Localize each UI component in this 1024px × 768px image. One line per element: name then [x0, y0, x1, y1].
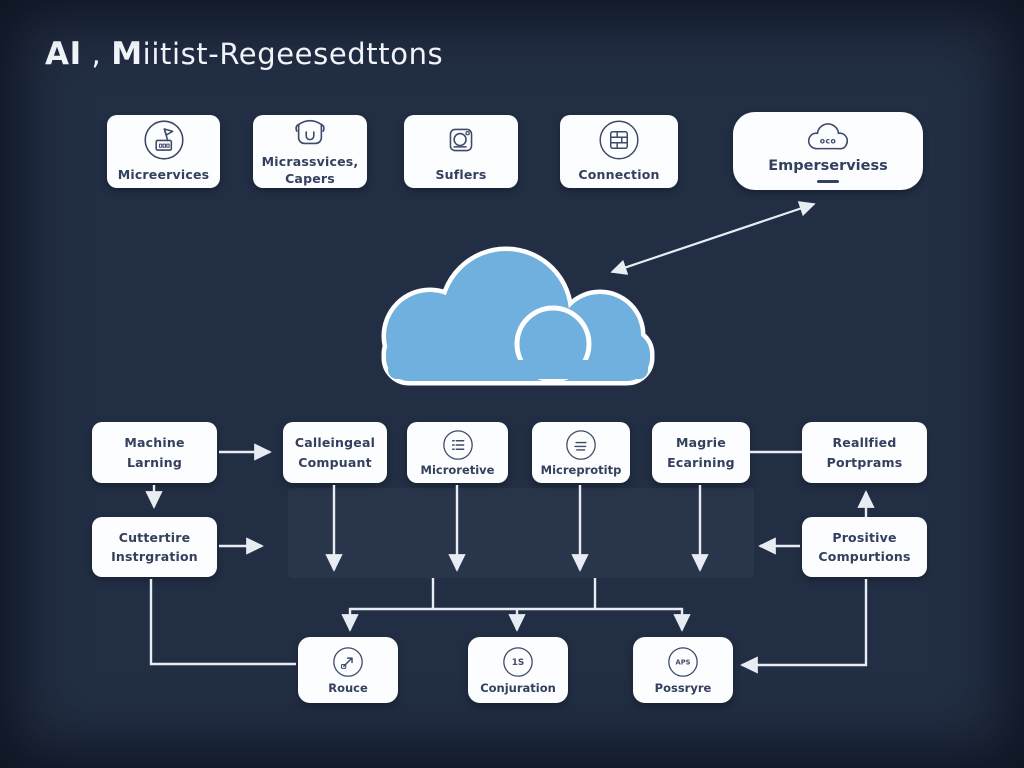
badge-icon-text: 1S — [512, 658, 525, 668]
flag-box-icon — [143, 120, 184, 160]
node-label: Conjuration — [480, 681, 556, 695]
node-cuttertire-instrgration: Cuttertire Instrgration — [92, 517, 217, 577]
node-label: Machine Larning — [124, 433, 184, 472]
node-label-line2: Capers — [285, 171, 335, 186]
node-label-line2: Portprams — [826, 454, 903, 470]
badge-circle-icon: APS — [668, 647, 698, 677]
cloud-icon: oco — [807, 123, 849, 150]
node-label-line1: Machine — [124, 435, 185, 451]
node-label: Microretive — [420, 463, 495, 477]
node-reallfied-portprams: Reallfied Portprams — [802, 422, 927, 483]
node-connection: Connection — [560, 115, 678, 188]
node-label-line2: Larning — [127, 454, 182, 470]
node-label-line1: Prositive — [832, 529, 897, 545]
elbow-prositive-to-possryre — [740, 579, 868, 674]
node-microretive: Microretive — [407, 422, 508, 483]
grid-circle-icon — [599, 120, 639, 160]
node-calleingeal-compuant: Calleingeal Compuant — [283, 422, 387, 483]
node-label-line1: Calleingeal — [294, 435, 376, 451]
list-circle-icon — [442, 430, 473, 460]
node-label: Micreprotitp — [540, 463, 622, 477]
node-label: Micreervices — [117, 167, 210, 183]
cloud-icon-text: oco — [820, 136, 837, 145]
node-label-line1: Reallfied — [832, 435, 897, 451]
node-micrassvices-capers: Micrassvices, Capers — [253, 115, 367, 188]
big-cloud-icon — [381, 246, 655, 386]
node-label: Calleingeal Compuant — [295, 433, 375, 472]
node-label: Possryre — [654, 681, 712, 695]
node-label: Connection — [578, 167, 660, 183]
node-label-line1: Magrie — [676, 435, 726, 451]
node-possryre: APS Possryre — [633, 637, 733, 703]
title-separator: , — [81, 37, 112, 71]
node-label: Magrie Ecarining — [667, 433, 735, 472]
badge-icon-text: APS — [676, 658, 691, 666]
node-label: Reallfied Portprams — [827, 433, 903, 472]
node-micreervices: Micreervices — [107, 115, 220, 188]
title-bold-m: M — [111, 36, 143, 72]
elbow-cuttertire-to-rouce — [149, 579, 296, 666]
node-label: Micrassvices, Capers — [262, 154, 359, 188]
page-title: AI , Miitist-Regeesedttons — [45, 36, 443, 72]
node-label-line2: Compuant — [298, 454, 372, 470]
node-prositive-compurtions: Prositive Compurtions — [802, 517, 927, 577]
title-bold-ai: AI — [45, 36, 82, 72]
node-label-line2: Ecarining — [667, 454, 735, 470]
badge-circle-icon: 1S — [503, 647, 533, 677]
node-label: Prositive Compurtions — [818, 528, 910, 567]
node-emperserviess: oco Emperserviess — [733, 112, 923, 190]
node-label: Suflers — [435, 167, 487, 183]
node-machine-larning: Machine Larning — [92, 422, 217, 483]
title-rest: iitist-Regeesedttons — [142, 37, 444, 71]
node-label-line1: Micrassvices, — [261, 154, 359, 170]
background-panel — [288, 488, 754, 578]
lines-circle-icon — [566, 430, 596, 460]
node-label-line1: Cuttertire — [118, 529, 191, 545]
node-label: Emperserviess — [768, 158, 888, 174]
node-label-line2: Instrgration — [111, 549, 198, 564]
camera-icon — [449, 128, 473, 152]
node-micreprotitp: Micreprotitp — [532, 422, 630, 483]
node-suflers: Suflers — [404, 115, 518, 188]
node-label: Rouce — [328, 681, 368, 695]
node-label-line2: Compurtions — [818, 549, 911, 564]
node-rouce: Rouce — [298, 637, 398, 703]
underline-dash — [817, 180, 839, 183]
basket-icon — [295, 120, 325, 145]
node-conjuration: 1S Conjuration — [468, 637, 568, 703]
node-magrie-ecarining: Magrie Ecarining — [652, 422, 750, 483]
node-label: Cuttertire Instrgration — [111, 528, 198, 567]
arrow-circle-icon — [333, 647, 363, 677]
